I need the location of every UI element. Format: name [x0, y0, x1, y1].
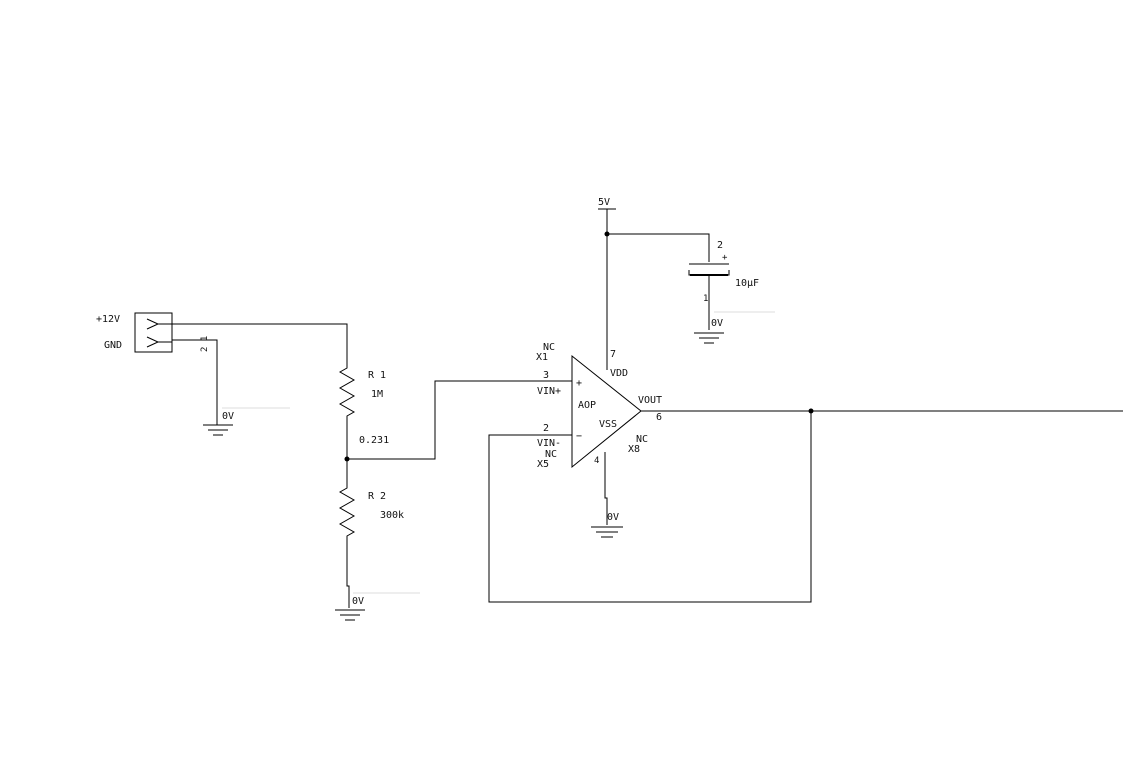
capacitor-polarity: + — [722, 253, 728, 263]
opamp-vdd-pin-number: 7 — [610, 349, 616, 360]
opamp-vinplus-pin-number: 3 — [543, 370, 549, 381]
ground-label-r2: 0V — [352, 596, 364, 607]
opamp-vout-pin-number: 6 — [656, 412, 662, 423]
nc-ref-x1: X1 — [536, 352, 548, 363]
opamp-vout-pin-label: VOUT — [638, 395, 662, 406]
wire-divider-to-vinplus — [347, 380, 572, 460]
nc-ref-x5: X5 — [537, 459, 549, 470]
opamp-vinminus-pin-number: 2 — [543, 423, 549, 434]
nc-label-x8: NC — [636, 434, 648, 445]
ground-label-capacitor: 0V — [711, 318, 723, 329]
connector-body — [134, 312, 173, 353]
opamp-triangle — [571, 354, 642, 469]
resistor-r2-value: 300k — [380, 510, 404, 521]
wire-supply-to-cap — [607, 233, 710, 262]
ground-symbol-capacitor: 0V — [694, 311, 775, 344]
resistor-r1: R 1 1M — [338, 364, 386, 434]
resistor-r2: R 2 300k — [338, 484, 404, 608]
wire-12v-to-r1 — [172, 323, 348, 364]
resistor-r2-ref: R 2 — [368, 491, 386, 502]
connector-pin-2-symbol — [146, 336, 160, 348]
connector-pin-1-symbol — [146, 318, 160, 330]
ground-symbol-r2: 0V — [335, 592, 420, 621]
nc-label-x1: NC — [543, 342, 555, 353]
opamp-vss-pin-number: 4 — [594, 456, 599, 466]
wire-feedback-loop — [488, 411, 812, 603]
opamp-vss-label: VSS — [599, 419, 617, 430]
supply-5v: 5V — [598, 197, 616, 234]
nc-label-x5: NC — [545, 449, 557, 460]
resistor-r1-value: 1M — [371, 389, 383, 400]
ground-label-connector: 0V — [222, 411, 234, 422]
capacitor-pin-bottom: 1 — [703, 294, 708, 304]
supply-label: 5V — [598, 197, 610, 208]
opamp-vinplus-pin-label: VIN+ — [537, 386, 561, 397]
capacitor-value: 10µF — [735, 278, 759, 289]
connector-pin-numbers: 2 1 — [200, 336, 210, 352]
resistor-r1-body — [338, 364, 356, 434]
nc-ref-x8: X8 — [628, 444, 640, 455]
opamp-vinminus-pin-label: VIN- — [537, 438, 561, 449]
capacitor-pin-top: 2 — [717, 240, 723, 251]
opamp: + − AOP VSS 7 VDD 3 VIN+ 2 VIN- 4 VOUT 6… — [536, 234, 662, 525]
ground-label-opamp: 0V — [607, 512, 619, 523]
ground-symbol-opamp: 0V — [591, 512, 623, 538]
capacitor-c1: 2 + 1 10µF — [688, 240, 759, 330]
connector-plus12v-label: +12V — [96, 314, 120, 325]
resistor-r2-body — [338, 484, 356, 608]
wire-gnd-to-ground — [172, 339, 218, 421]
opamp-name: AOP — [578, 400, 596, 411]
ground-symbol-connector: 0V — [203, 407, 290, 436]
opamp-vdd-pin-label: VDD — [610, 368, 628, 379]
divider-node-voltage: 0.231 — [359, 435, 389, 446]
opamp-minus-sign: − — [576, 431, 582, 442]
opamp-plus-sign: + — [576, 378, 582, 389]
connector-gnd-label: GND — [104, 340, 122, 351]
power-connector: +12V GND 2 1 — [96, 312, 210, 353]
resistor-r1-ref: R 1 — [368, 370, 386, 381]
opamp-vss-pin-wire — [604, 452, 608, 525]
